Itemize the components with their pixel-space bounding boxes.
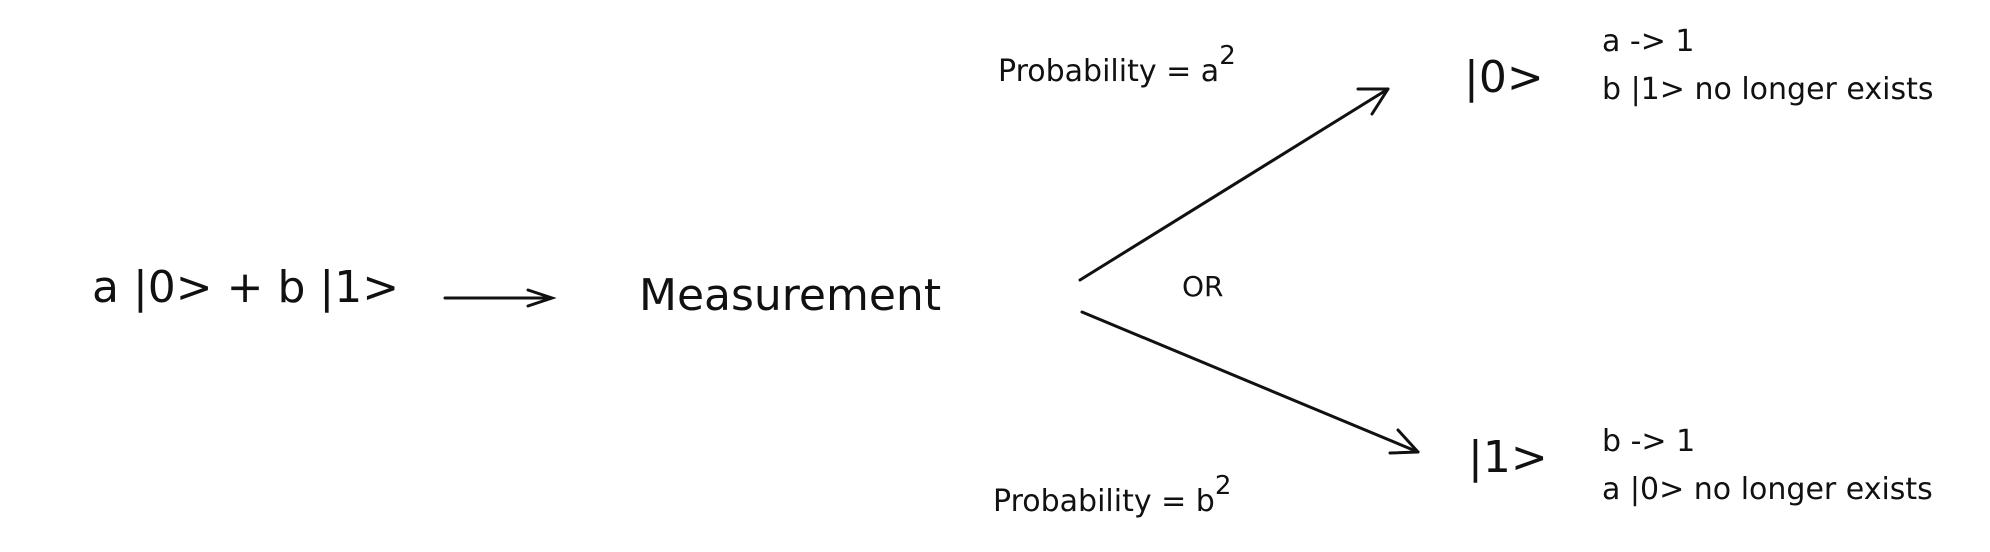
bottom-result-state: |1> (1468, 432, 1548, 483)
bottom-note-line-2: a |0> no longer exists (1602, 472, 1933, 507)
bottom-probability-label: Probability = b2 (993, 471, 1231, 519)
top-branch-arrow (1078, 87, 1390, 282)
top-probability-label: Probability = a2 (998, 41, 1236, 89)
top-result-state: |0> (1464, 52, 1544, 103)
top-probability-exponent: 2 (1219, 41, 1236, 71)
top-probability-text: Probability = a (998, 54, 1220, 89)
bottom-branch-arrow (1080, 310, 1420, 455)
top-result-note: a -> 1 b |1> no longer exists (1602, 18, 1933, 114)
bottom-probability-text: Probability = b (993, 484, 1215, 519)
input-superposition-state: a |0> + b |1> (92, 262, 400, 313)
measurement-label: Measurement (639, 270, 942, 321)
input-arrow (443, 288, 557, 308)
top-note-line-1: a -> 1 (1602, 24, 1695, 59)
top-note-line-2: b |1> no longer exists (1602, 72, 1934, 107)
bottom-probability-exponent: 2 (1214, 471, 1232, 501)
bottom-result-note: b -> 1 a |0> no longer exists (1602, 418, 1933, 514)
or-label: OR (1182, 270, 1224, 303)
bottom-note-line-1: b -> 1 (1602, 424, 1696, 459)
